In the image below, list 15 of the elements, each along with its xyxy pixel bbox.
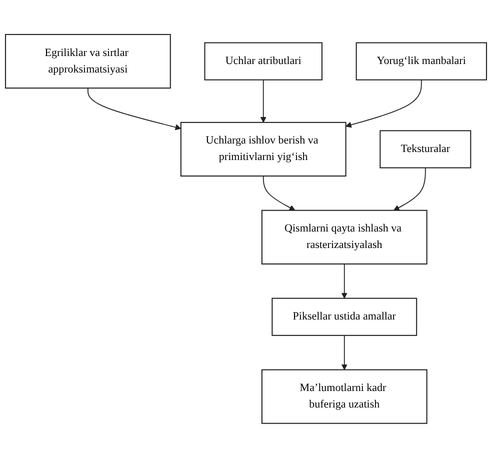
node-box: Egriliklar va sirtlar approksimatsiyasi — [5, 34, 171, 88]
arrow — [260, 78, 266, 122]
node-box: Qismlarni qayta ishlash va rasterizatsiyalash — [261, 209, 428, 264]
arrow — [88, 87, 182, 130]
arrow — [262, 175, 296, 210]
node-box: Ma’lumotlarni kadr buferiga uzatish — [261, 368, 428, 424]
node-box: Yorug‘lik manbalari — [356, 42, 488, 80]
arrow — [341, 334, 348, 370]
arrow — [341, 263, 348, 298]
node-box: Teksturalar — [380, 130, 472, 168]
node-box: Uchlar atributlari — [204, 42, 322, 80]
node-box: Uchlarga ishlov berish va primitivlarni yig‘ish — [180, 121, 346, 176]
arrow — [346, 78, 422, 128]
node-box: Piksellar ustida amallar — [272, 297, 418, 336]
arrow — [393, 166, 426, 210]
